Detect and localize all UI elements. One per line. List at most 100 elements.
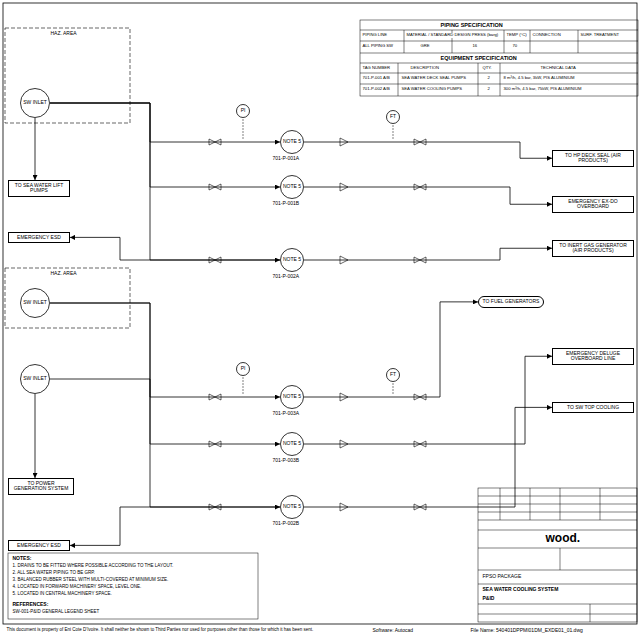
table-cell: 70 <box>512 44 518 49</box>
equipment-tag: 701-P-003B <box>272 458 300 464</box>
pump-symbol: NOTE 5 <box>280 175 304 199</box>
table-header: TEMP (°C) <box>506 33 527 38</box>
inlet-pump: SW INLET <box>20 88 50 118</box>
circle-outline <box>237 105 250 118</box>
circle-outline <box>281 386 304 409</box>
instrument-bubble: PI <box>236 362 250 376</box>
note-text: 3. BALANCED RUBBER STEEL WITH MULTI-COVE… <box>12 578 169 583</box>
equipment-tag: 701-P-002B <box>272 521 300 527</box>
inlet-pump: SW INLET <box>20 288 50 318</box>
title-block-grid <box>500 488 501 520</box>
note-text: 1. DRAINS TO BE FITTED WHERE POSSIBLE AC… <box>12 564 174 569</box>
circle-outline <box>281 176 304 199</box>
pump-symbol: NOTE 5 <box>280 495 304 519</box>
spec-table-grid <box>398 63 399 96</box>
note-text: 4. LOCATED IN FORWARD MACHINERY SPACE, L… <box>12 585 142 590</box>
pipe-line <box>304 302 478 397</box>
spec-table-grid <box>530 30 531 53</box>
circle-outline <box>281 249 304 272</box>
title-block-grid <box>478 496 637 497</box>
spec-table-grid <box>360 53 638 54</box>
circle-outline <box>387 369 400 382</box>
table-header: PIPING LINE <box>362 33 388 38</box>
node-text: EMERGENCY DELUGE OVERBOARD LINE <box>555 351 631 363</box>
instrument-leader <box>243 119 244 140</box>
offpage-connector: EMERGENCY EX-DO OVERBOARD <box>552 196 634 213</box>
pipe-line <box>304 142 552 158</box>
circle-outline <box>281 433 304 456</box>
node-text: NOTE 5 <box>283 441 301 447</box>
table-cell: 701-P-002 A/B <box>362 87 390 92</box>
pipe-line <box>35 118 36 180</box>
node-text: FT <box>390 114 396 120</box>
title-block-grid <box>478 614 637 615</box>
offpage-connector: EMERGENCY ESD <box>8 232 70 243</box>
table-header: SURF. TREATMENT <box>580 33 619 38</box>
haz-area-boundary <box>5 28 130 123</box>
node-text: TO HP DECK SEAL (AIR PRODUCTS) <box>555 153 631 165</box>
circle-outline <box>281 131 304 154</box>
table-title: PIPING SPECIFICATION <box>440 22 503 28</box>
pipe-line <box>50 103 280 260</box>
offpage-connector: TO INERT GAS GENERATOR (AIR PRODUCTS) <box>552 240 634 257</box>
offpage-connector: TO SEA WATER LIFT PUMPS <box>8 180 70 197</box>
table-cell: SEA WATER COOLING PUMPS <box>401 87 463 92</box>
footer-software: Software: Autocad <box>372 628 414 634</box>
node-text: TO SW TOP COOLING <box>555 405 631 411</box>
pump-symbol: NOTE 5 <box>280 248 304 272</box>
valve-symbol <box>209 139 426 510</box>
table-header: CONNECTION <box>532 33 561 38</box>
notes-frame <box>8 553 258 619</box>
instrument-bubble: PI <box>236 104 250 118</box>
instrument-bubble: FT <box>386 110 400 124</box>
pipe-line <box>70 237 280 260</box>
reference-text: SW-001-P&ID GENERAL LEGEND SHEET <box>12 610 100 615</box>
title-block-grid <box>478 520 637 521</box>
pump-symbol: NOTE 5 <box>280 385 304 409</box>
circle-outline <box>237 363 250 376</box>
node-text: EMERGENCY EX-DO OVERBOARD <box>555 199 631 211</box>
instrument-leader <box>243 377 244 395</box>
spec-table-grid <box>478 63 479 96</box>
pipe-line <box>304 407 552 507</box>
drawing-frame <box>3 3 637 624</box>
pipe-line <box>70 507 280 545</box>
equipment-tag: 701-P-003A <box>272 411 300 417</box>
drawing-frame <box>3 3 637 624</box>
instrument-leader <box>393 125 394 140</box>
instrument-leader <box>243 119 393 395</box>
offpage-connector: EMERGENCY ESD <box>8 540 70 551</box>
node-text: SW INLET <box>23 376 47 382</box>
drawing-title: SEA WATER COOLING SYSTEM <box>482 587 559 593</box>
spec-table-grid <box>360 63 638 64</box>
node-text: EMERGENCY ESD <box>11 543 67 549</box>
offpage-connector: TO FUEL GENERATORS <box>478 296 544 308</box>
title-block-grid <box>478 548 637 549</box>
footer-disclaimer: This document is property of Eni Cote D'… <box>6 628 314 633</box>
pipe-line <box>50 303 280 444</box>
table-cell: 701-P-001 A/B <box>362 76 390 81</box>
node-text: NOTE 5 <box>283 394 301 400</box>
haz-area-boundary <box>5 28 130 328</box>
table-cell: SEA WATER DECK SEAL PUMPS <box>401 76 467 81</box>
spec-table-grid <box>360 20 638 96</box>
offpage-connector: TO SW TOP COOLING <box>552 402 634 413</box>
node-text: NOTE 5 <box>283 504 301 510</box>
table-header: DESIGN PRESS (barg) <box>454 33 499 38</box>
pipe-line <box>35 394 36 478</box>
area-label: HAZ. AREA <box>50 271 77 277</box>
node-text: TO INERT GAS GENERATOR (AIR PRODUCTS) <box>555 243 631 255</box>
circle-outline <box>21 365 50 394</box>
table-cell: 2 <box>487 76 490 81</box>
spec-table-grid <box>578 30 579 53</box>
circle-outline <box>21 89 50 118</box>
drawing-title: P&ID <box>482 596 495 602</box>
instrument-leader <box>393 383 394 395</box>
spec-table-grid <box>360 30 638 31</box>
offpage-connector: TO HP DECK SEAL (AIR PRODUCTS) <box>552 150 634 167</box>
inlet-pump: SW INLET <box>20 364 50 394</box>
table-cell: ALL PIPING SW <box>362 44 394 49</box>
pump-symbol: NOTE 5 <box>280 130 304 154</box>
